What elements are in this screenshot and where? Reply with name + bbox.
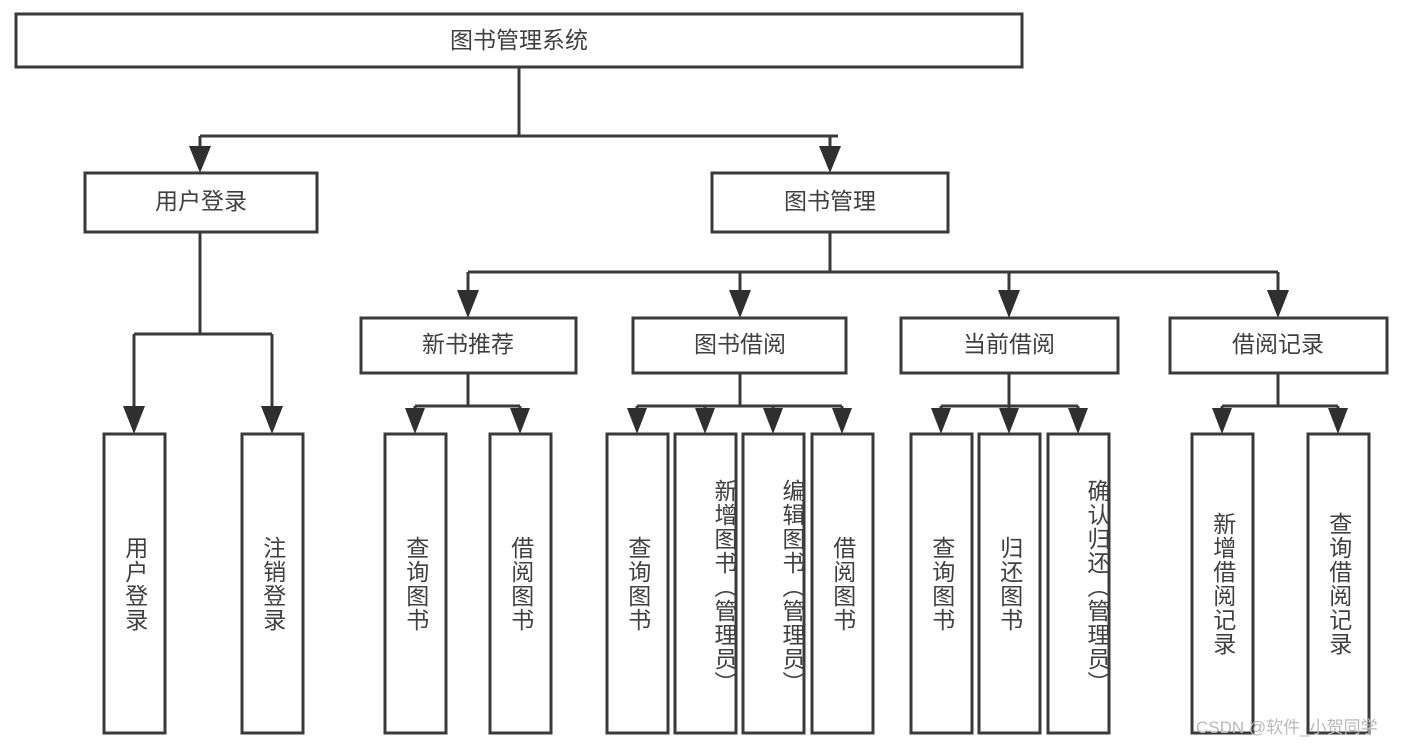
node-borrow-record[interactable]: 借阅记录 bbox=[1168, 316, 1389, 375]
connector-userlogin-to-leaves bbox=[123, 232, 283, 434]
leaf-add-borrow-record[interactable] bbox=[1190, 432, 1255, 735]
leaf-query-borrow-record[interactable] bbox=[1306, 432, 1371, 735]
leaf-borrow-book-1[interactable] bbox=[488, 432, 553, 735]
node-book-borrow[interactable]: 图书借阅 bbox=[631, 316, 848, 375]
node-book-borrow-label: 图书借阅 bbox=[694, 331, 786, 357]
node-book-manage-label: 图书管理 bbox=[784, 188, 876, 214]
leaf-return-book[interactable] bbox=[977, 432, 1042, 735]
leaf-logout-login[interactable] bbox=[240, 432, 305, 735]
leaf-query-book-2[interactable] bbox=[605, 432, 670, 735]
leaf-borrow-book-2[interactable] bbox=[810, 432, 875, 735]
node-current-borrow[interactable]: 当前借阅 bbox=[899, 316, 1120, 375]
connector-bookborrow-to-leaves bbox=[627, 373, 852, 434]
node-root[interactable]: 图书管理系统 bbox=[14, 12, 1024, 69]
leaf-user-login[interactable] bbox=[102, 432, 167, 735]
node-new-book-recommend[interactable]: 新书推荐 bbox=[359, 316, 578, 375]
connector-newbook-to-leaves bbox=[405, 373, 530, 434]
node-user-login-label: 用户登录 bbox=[155, 188, 247, 214]
connector-root-to-level1 bbox=[189, 67, 841, 173]
node-user-login[interactable]: 用户登录 bbox=[83, 171, 319, 234]
leaf-query-book-3[interactable] bbox=[909, 432, 974, 735]
connector-borrowrecord-to-leaves bbox=[1212, 373, 1348, 434]
node-new-book-recommend-label: 新书推荐 bbox=[422, 331, 514, 357]
node-root-label: 图书管理系统 bbox=[450, 27, 588, 53]
leaf-add-book-admin[interactable] bbox=[673, 432, 738, 735]
leaf-edit-book-admin[interactable] bbox=[741, 432, 806, 735]
connector-currentborrow-to-leaves bbox=[931, 373, 1088, 434]
csdn-watermark: CSDN @软件_小贺同学 bbox=[1196, 718, 1378, 737]
node-book-manage[interactable]: 图书管理 bbox=[710, 171, 950, 234]
leaf-query-book-1[interactable] bbox=[383, 432, 448, 735]
node-borrow-record-label: 借阅记录 bbox=[1232, 331, 1324, 357]
leaf-confirm-return-admin[interactable] bbox=[1046, 432, 1111, 735]
node-current-borrow-label: 当前借阅 bbox=[963, 331, 1055, 357]
connector-bookmanage-to-level2 bbox=[457, 232, 1289, 318]
